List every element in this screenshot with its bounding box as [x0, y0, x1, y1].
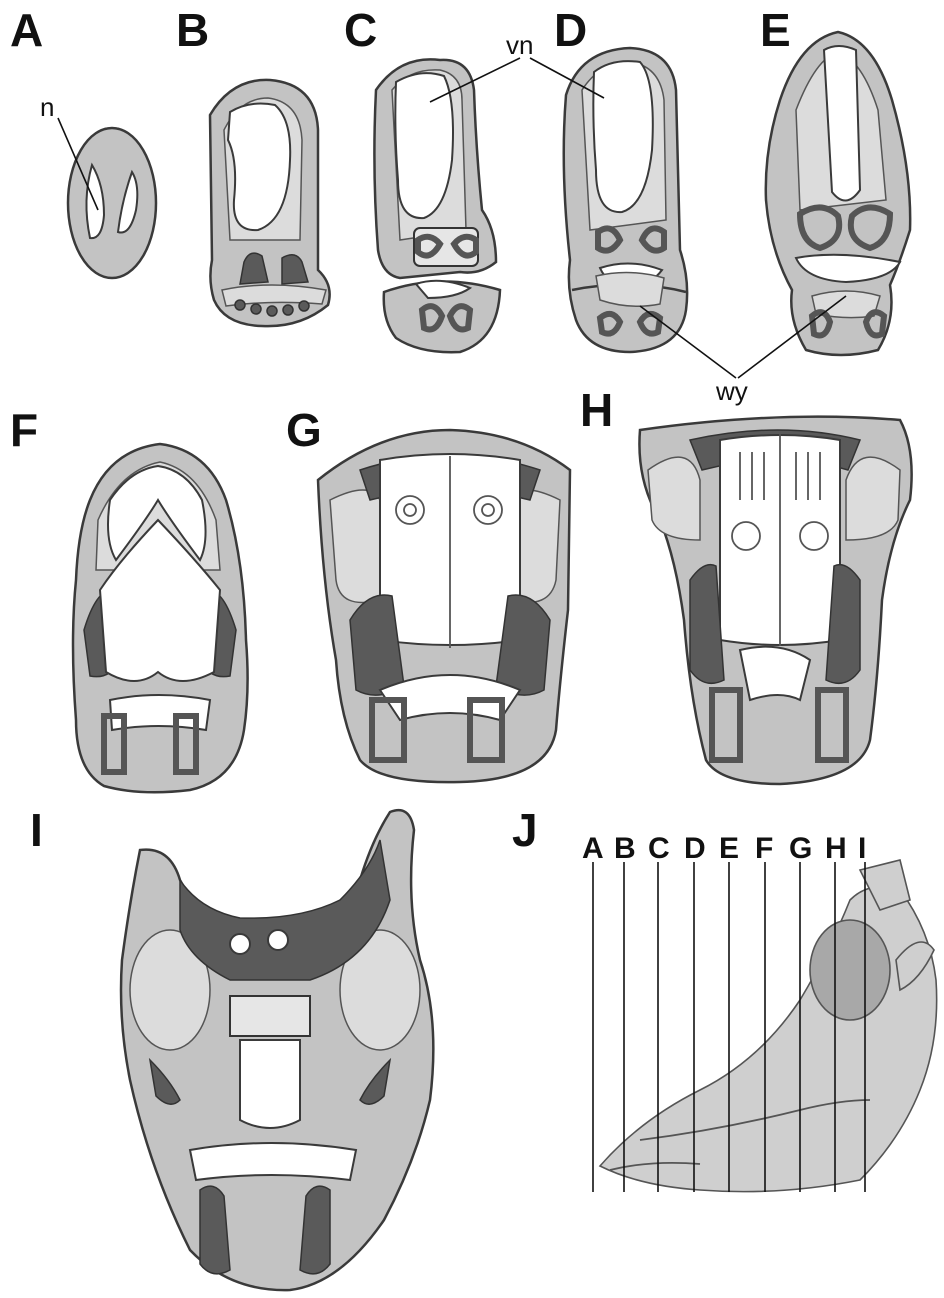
section-e	[766, 32, 910, 355]
panel-label-j: J	[512, 804, 538, 856]
section-label-i: I	[858, 832, 866, 865]
section-i	[121, 810, 433, 1290]
panel-label-b: B	[176, 4, 209, 56]
section-label-b: B	[614, 832, 636, 865]
section-a	[68, 128, 156, 278]
section-h	[639, 417, 911, 784]
panel-label-i: I	[30, 804, 43, 856]
annotation-n: n	[40, 92, 54, 122]
panel-label-d: D	[554, 4, 587, 56]
panel-label-g: G	[286, 404, 322, 456]
annotation-wy: wy	[715, 376, 748, 406]
panel-label-a: A	[10, 4, 43, 56]
section-label-a: A	[582, 832, 604, 865]
panel-label-e: E	[760, 4, 791, 56]
panel-label-c: C	[344, 4, 377, 56]
section-label-g: G	[789, 832, 812, 865]
section-g	[318, 430, 570, 782]
section-f	[73, 444, 248, 792]
section-label-d: D	[684, 832, 706, 865]
panel-label-h: H	[580, 384, 613, 436]
section-label-h: H	[825, 832, 847, 865]
panel-label-f: F	[10, 404, 38, 456]
section-label-c: C	[648, 832, 670, 865]
skull-lateral-view	[600, 860, 937, 1192]
section-b	[210, 80, 330, 326]
section-d	[564, 48, 687, 352]
section-label-f: F	[755, 832, 773, 865]
section-label-e: E	[719, 832, 739, 865]
section-c	[374, 59, 500, 352]
section-line-labels: A B C D E F G H I	[582, 832, 866, 865]
annotation-vn: vn	[506, 30, 533, 60]
